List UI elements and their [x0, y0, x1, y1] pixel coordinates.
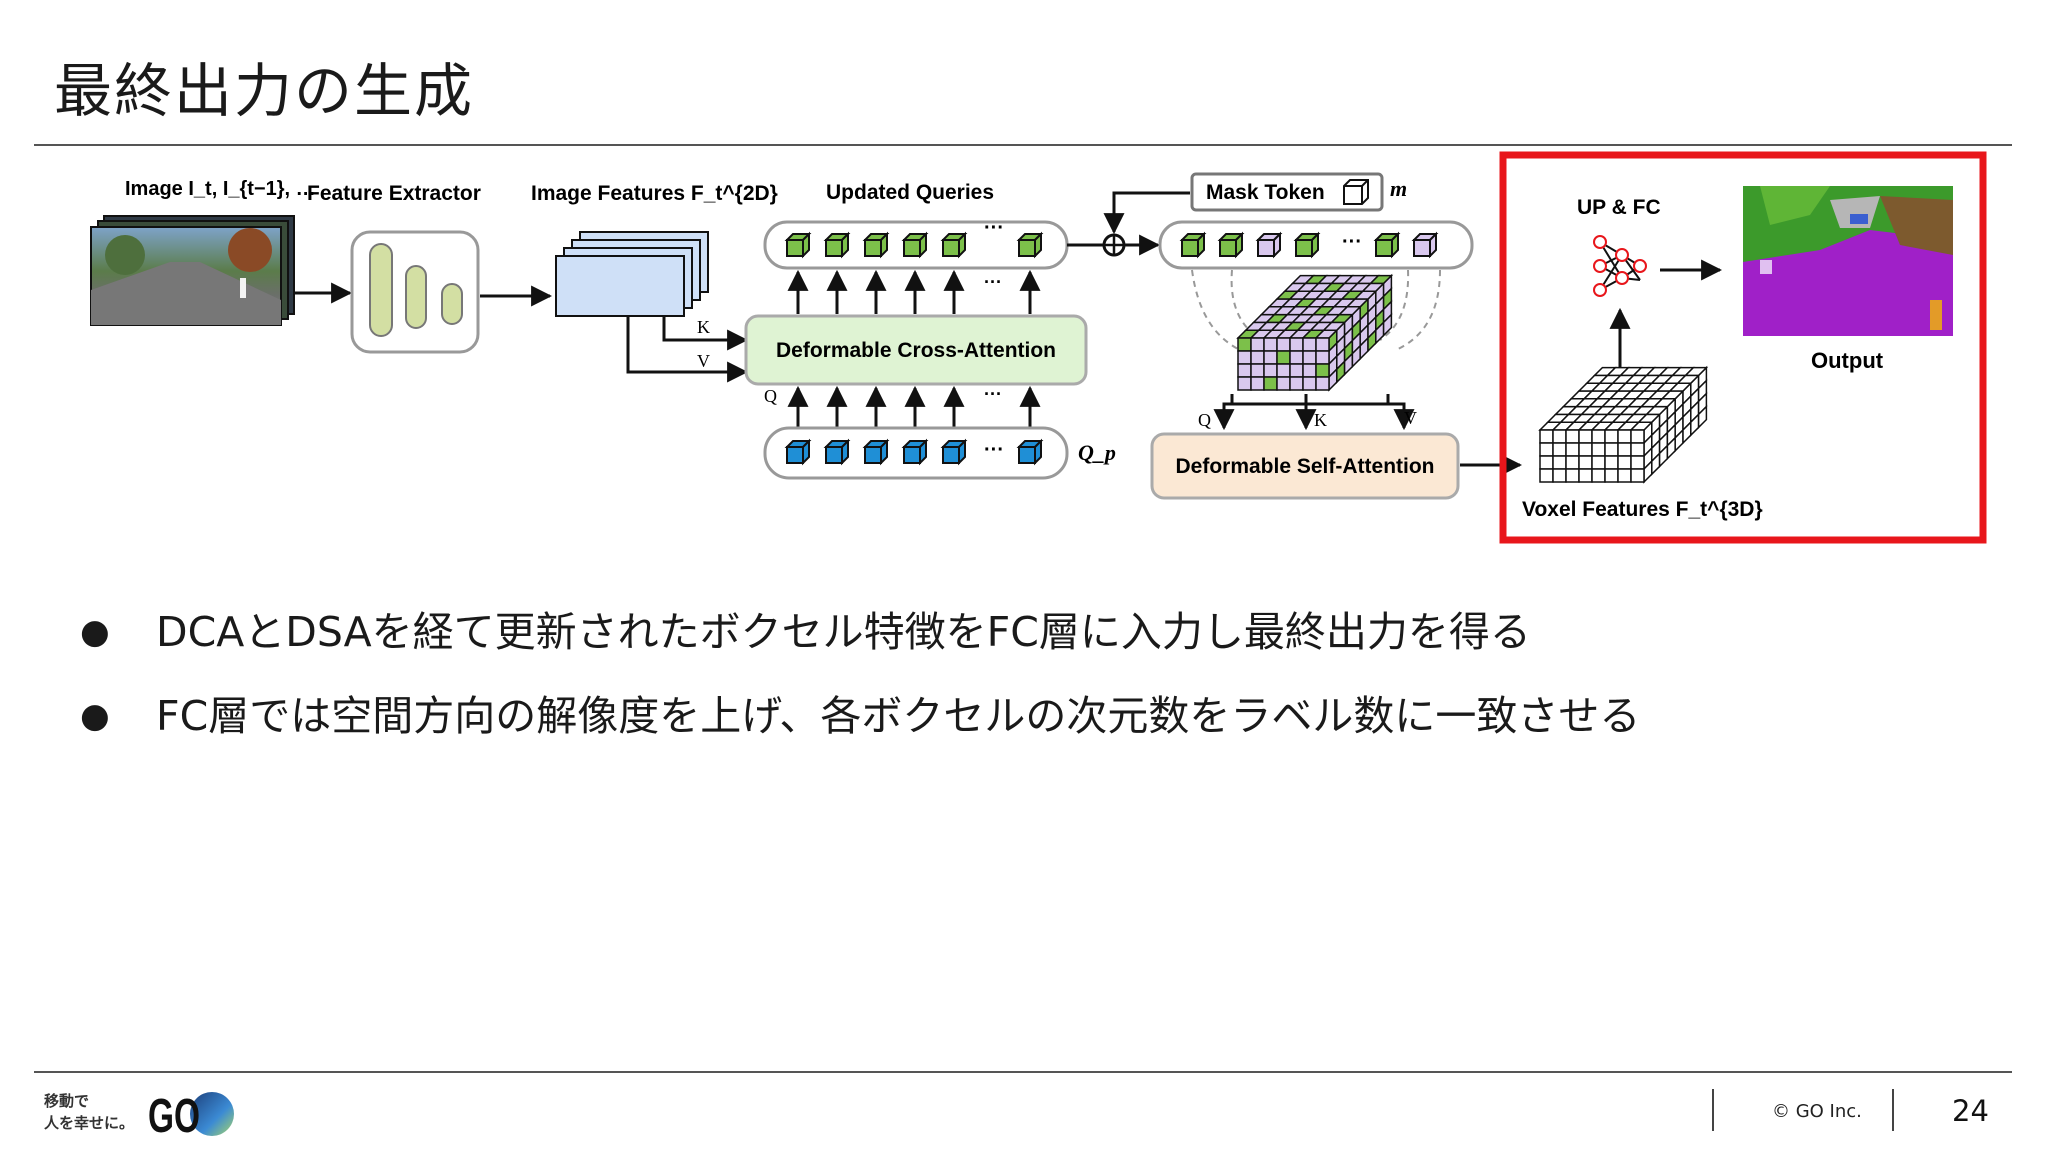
dca-output-arrows [787, 269, 1041, 314]
footer-divider-left [1712, 1089, 1714, 1131]
dca-label: Deformable Cross-Attention [776, 339, 1056, 362]
mask-token-label: Mask Token [1206, 181, 1325, 204]
green-cube [901, 231, 929, 259]
slide-title: 最終出力の生成 [54, 57, 475, 125]
mask-token-box [1190, 172, 1384, 212]
dca-top-ellipsis: ··· [984, 272, 1002, 292]
blue-cube [823, 438, 851, 466]
green-cube [1373, 231, 1401, 259]
bullet-text: DCAとDSAを経て更新されたボクセル特徴をFC層に入力し最終出力を得る [156, 608, 1531, 656]
updated-queries-ellipsis: ··· [984, 217, 1004, 239]
footer-divider [34, 1071, 2012, 1073]
query-proposals-symbol: Q_p [1078, 440, 1116, 465]
bullet-text: FC層では空間方向の解像度を上げ、各ボクセルの次元数をラベル数に一致させる [156, 692, 1641, 740]
blue-cube [862, 438, 890, 466]
dca-input-arrows [787, 385, 1041, 428]
green-cube [1179, 231, 1207, 259]
dca-block [744, 314, 1088, 386]
logo-tagline-line1: 移動で [44, 1092, 90, 1110]
image-label: Image I_t, I_{t−1}, … [125, 178, 316, 200]
logo-tagline-line2: 人を幸せに。 [44, 1114, 135, 1132]
updated-queries-label: Updated Queries [826, 181, 994, 204]
go-logo: 移動で 人を幸せに。 GO [44, 1086, 244, 1142]
footer-divider-right [1892, 1089, 1894, 1131]
updated-query-cubes [784, 231, 1044, 259]
output-segmentation-image [1743, 186, 1953, 336]
voxel-features-label: Voxel Features F_t^{3D} [1522, 498, 1763, 521]
logo-tagline: 移動で 人を幸せに。 [44, 1090, 134, 1134]
query-proposal-cubes [784, 438, 1044, 466]
output-label: Output [1811, 348, 1884, 373]
green-cube [1217, 231, 1245, 259]
lilac-cube [1411, 231, 1439, 259]
image-features-label: Image Features F_t^{2D} [531, 182, 778, 205]
q-label-dsa: Q [1198, 410, 1211, 430]
blue-cube [940, 438, 968, 466]
green-cube [823, 231, 851, 259]
input-image-stack [90, 215, 295, 326]
go-logo-mark: GO [148, 1090, 234, 1140]
combined-queries-ellipsis: ··· [1342, 231, 1362, 253]
green-cube [940, 231, 968, 259]
v-label-dca: V [697, 351, 710, 371]
combined-query-cubes [1179, 231, 1439, 259]
mask-token-symbol: m [1390, 176, 1407, 201]
scatter-guides [1191, 269, 1441, 351]
blue-cube [1016, 438, 1044, 466]
title-divider [34, 144, 2012, 146]
dca-bottom-ellipsis: ··· [984, 384, 1002, 404]
bullet-item: ● DCAとDSAを経て更新されたボクセル特徴をFC層に入力し最終出力を得る [80, 590, 1640, 674]
highlight-box [1499, 151, 1987, 544]
dsa-block [1150, 432, 1460, 500]
copyright: © GO Inc. [1772, 1101, 1862, 1122]
query-proposals-ellipsis: ··· [984, 439, 1004, 461]
bullet-list: ● DCAとDSAを経て更新されたボクセル特徴をFC層に入力し最終出力を得る ● F… [80, 590, 1640, 758]
green-cube [784, 231, 812, 259]
v-label-dsa: V [1404, 408, 1417, 428]
dsa-input-arrows [1213, 394, 1415, 431]
blue-cube [901, 438, 929, 466]
bullet-item: ● FC層では空間方向の解像度を上げ、各ボクセルの次元数をラベル数に一致させる [80, 674, 1640, 758]
feature-extractor-block [350, 230, 480, 354]
k-label-dsa: K [1314, 410, 1327, 430]
voxel-features-grid [1538, 365, 1709, 484]
feature-extractor-label: Feature Extractor [307, 182, 481, 205]
lilac-cube [1255, 231, 1283, 259]
page-number: 24 [1952, 1094, 1989, 1128]
bullet-dot: ● [80, 696, 110, 736]
mask-token-cube-icon [1343, 179, 1369, 205]
dsa-label: Deformable Self-Attention [1175, 455, 1434, 478]
green-cube [1016, 231, 1044, 259]
network-icon [1593, 235, 1647, 297]
green-cube [1293, 231, 1321, 259]
up-fc-label: UP & FC [1577, 196, 1661, 219]
go-logo-text: GO [148, 1090, 200, 1140]
k-label-dca: K [697, 317, 710, 337]
image-features-stack [555, 231, 709, 317]
voxel-grid-middle [1236, 273, 1394, 392]
blue-cube [784, 438, 812, 466]
q-label-dca: Q [764, 386, 777, 406]
bullet-dot: ● [80, 612, 110, 652]
green-cube [862, 231, 890, 259]
architecture-diagram: Image I_t, I_{t−1}, … Feature Extractor … [90, 151, 1987, 544]
